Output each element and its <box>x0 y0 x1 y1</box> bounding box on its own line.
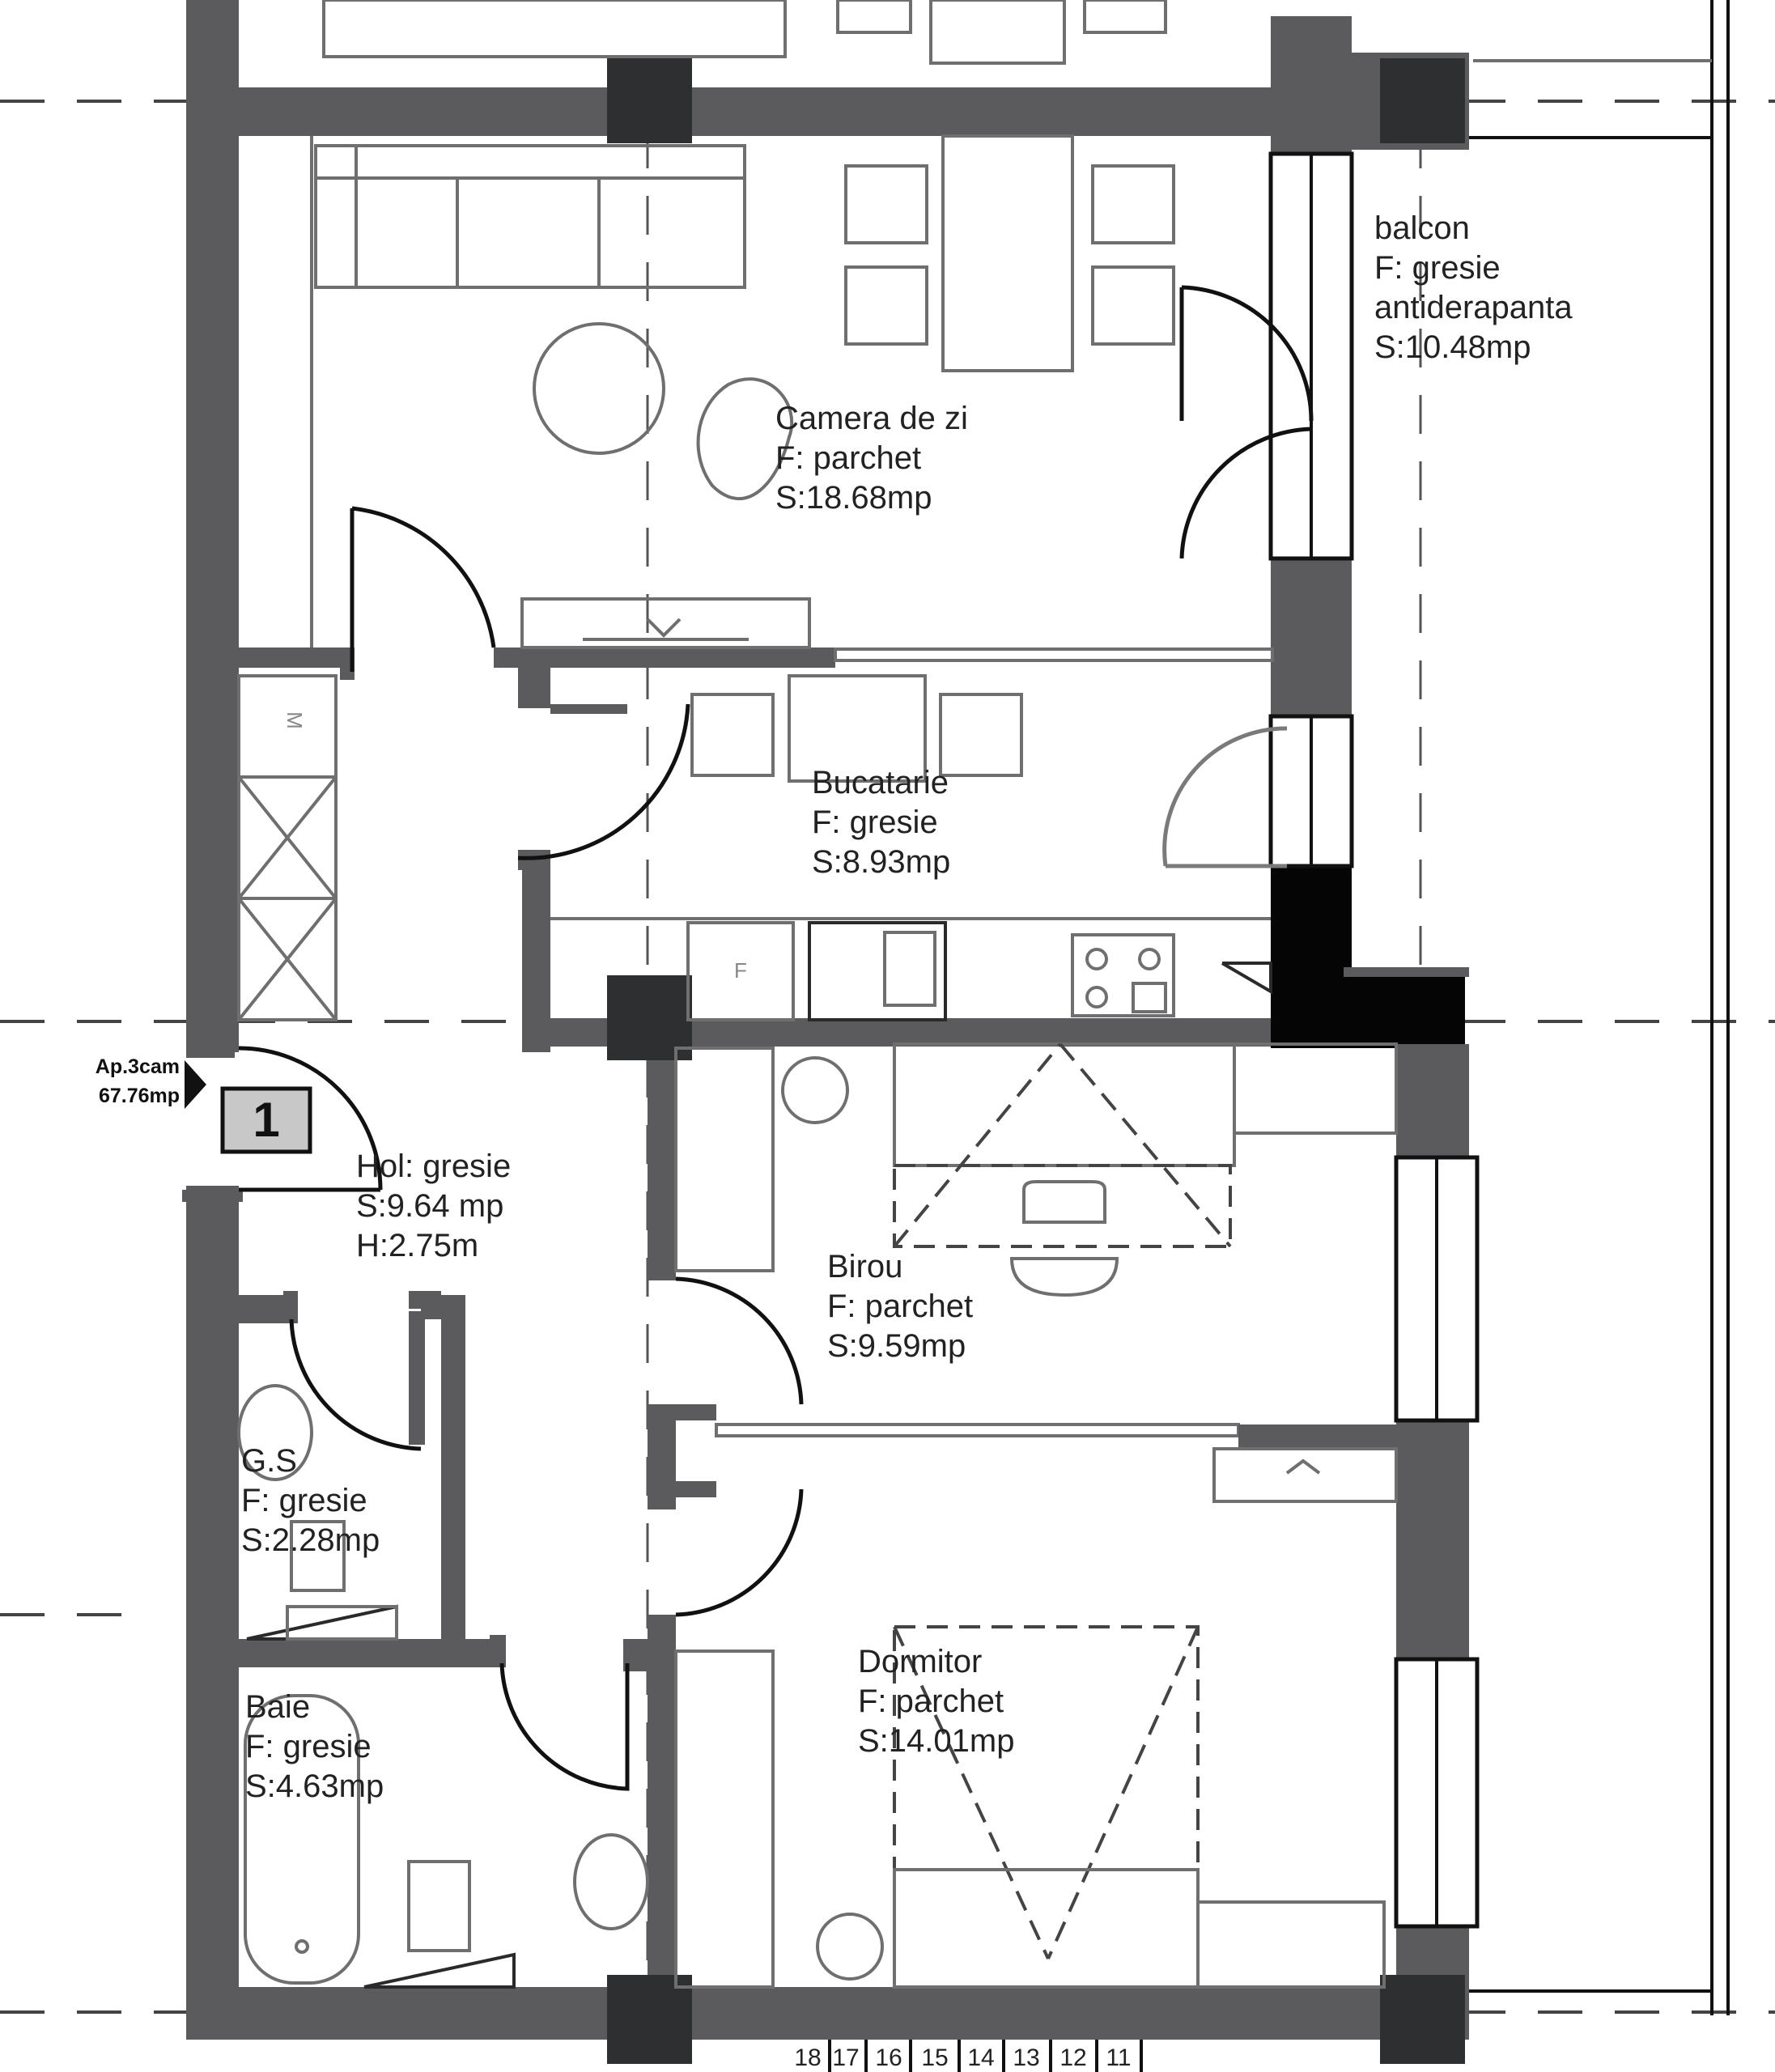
room-area: S:8.93mp <box>812 844 950 880</box>
stair-number: 15 <box>921 2044 948 2071</box>
stair-number: 16 <box>875 2044 902 2071</box>
room-label-balcon: balcon F: gresie antiderapanta S:10.48mp <box>1374 210 1573 365</box>
balcony-railing <box>1465 0 1730 2015</box>
room-name: Dormitor <box>858 1644 982 1679</box>
room-name: balcon <box>1374 210 1470 246</box>
room-name: Camera de zi <box>775 401 968 436</box>
room-area: S:4.63mp <box>245 1768 384 1804</box>
stair-number: 17 <box>832 2044 859 2071</box>
stair-number: 11 <box>1106 2044 1131 2071</box>
windows <box>1268 151 1480 1929</box>
room-floor: F: gresie <box>1374 250 1501 286</box>
room-name: G.S <box>241 1443 297 1479</box>
room-floor: F: gresie <box>812 805 938 840</box>
room-label-birou: Birou F: parchet S:9.59mp <box>827 1249 973 1364</box>
room-label-camera-de-zi: Camera de zi F: parchet S:18.68mp <box>775 401 968 516</box>
stair-number: 14 <box>967 2044 994 2071</box>
fridge-mark: F <box>734 958 747 983</box>
wardrobe-mark: M <box>282 711 307 729</box>
room-area: S:2.28mp <box>241 1522 380 1558</box>
room-area: S:10.48mp <box>1374 329 1531 365</box>
kitchen-furniture <box>550 674 1272 1021</box>
room-name: Baie <box>245 1689 310 1725</box>
room-height: H:2.75m <box>356 1228 478 1263</box>
apartment-number-badge <box>220 1086 312 1154</box>
entry-marker: 1 Ap.3cam 67.76mp <box>96 1055 312 1154</box>
room-label-dormitor: Dormitor F: parchet S:14.01mp <box>858 1644 1014 1759</box>
adjacent-unit-furniture <box>322 0 1167 65</box>
room-floor: F: gresie <box>241 1483 367 1518</box>
room-label-bucatarie: Bucatarie F: gresie S:8.93mp <box>812 765 950 880</box>
apartment-code: Ap.3cam <box>96 1055 180 1078</box>
room-label-baie: Baie F: gresie S:4.63mp <box>245 1689 384 1804</box>
room-floor: F: parchet <box>775 440 921 476</box>
stair-steps: 18 17 16 15 14 13 12 11 <box>794 2040 1143 2072</box>
room-area: S:9.59mp <box>827 1328 966 1364</box>
room-name: Birou <box>827 1249 902 1284</box>
stair-number: 18 <box>794 2044 821 2071</box>
room-area: S:14.01mp <box>858 1723 1014 1759</box>
apartment-number: 1 <box>253 1093 279 1147</box>
room-area: S:18.68mp <box>775 480 932 516</box>
hall-wardrobe <box>237 674 338 1021</box>
room-label-gs: G.S F: gresie S:2.28mp <box>241 1443 380 1558</box>
room-name: Bucatarie <box>812 765 949 800</box>
room-floor-detail: antiderapanta <box>1374 290 1573 325</box>
living-furniture <box>310 134 1175 649</box>
bedroom-furniture <box>674 1447 1398 1989</box>
apartment-area: 67.76mp <box>99 1085 180 1107</box>
room-floor: S:9.64 mp <box>356 1188 503 1224</box>
room-label-hol: Hol: gresie S:9.64 mp H:2.75m <box>356 1149 511 1263</box>
office-furniture <box>674 1042 1398 1297</box>
doors <box>238 285 1314 1791</box>
room-floor: F: gresie <box>245 1729 372 1764</box>
stair-number: 12 <box>1059 2044 1086 2071</box>
bathroom-furniture <box>244 1694 649 1989</box>
room-floor: F: parchet <box>858 1684 1004 1719</box>
stair-number: 13 <box>1013 2044 1039 2071</box>
entry-arrow-icon <box>185 1060 206 1109</box>
room-floor: F: parchet <box>827 1289 973 1324</box>
room-name: Hol: gresie <box>356 1149 511 1184</box>
wc-furniture <box>237 1384 398 1641</box>
walls <box>182 0 1469 2064</box>
